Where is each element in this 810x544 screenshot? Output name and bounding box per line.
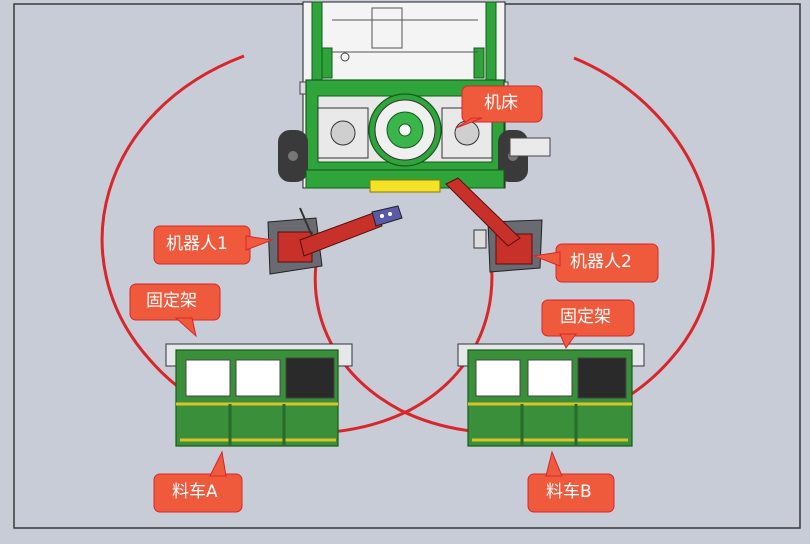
callout-bubble-fixed-rack-left [129,283,221,321]
machine-yellow-block [369,179,441,193]
cart-a-grid-tray [285,357,335,399]
cart-b-grid-tray [577,357,627,399]
cart-b-slot [527,359,573,397]
robot-1-gripper [371,205,403,227]
robot-1-arm [299,211,383,257]
label-cart-b: 料车B [546,482,592,502]
cart-b-slot [475,359,521,397]
machine-post [321,47,333,79]
side-box [509,137,551,157]
label-fixed-rack-right: 固定架 [560,307,611,327]
robot-2 [445,177,543,273]
label-robot-2: 机器人2 [570,252,632,272]
label-fixed-rack-left: 固定架 [146,291,197,311]
callout-bubble-cart-b [527,473,615,513]
machine-post [473,47,485,79]
label-cart-a: 料车A [172,482,218,502]
robot-2-arm [445,177,521,247]
cart-b [457,343,645,447]
cart-a-slot [185,359,231,397]
label-robot-1: 机器人1 [166,234,228,254]
machine-tool [278,1,551,193]
cart-a-slot [235,359,281,397]
callout-bubble-cart-a [153,473,243,513]
label-machine-tool: 机床 [484,93,518,113]
cart-a [165,343,353,447]
callout-bubble-machine-tool [461,85,543,123]
robot-1 [267,205,403,275]
callout-bubble-fixed-rack-right [541,299,635,337]
